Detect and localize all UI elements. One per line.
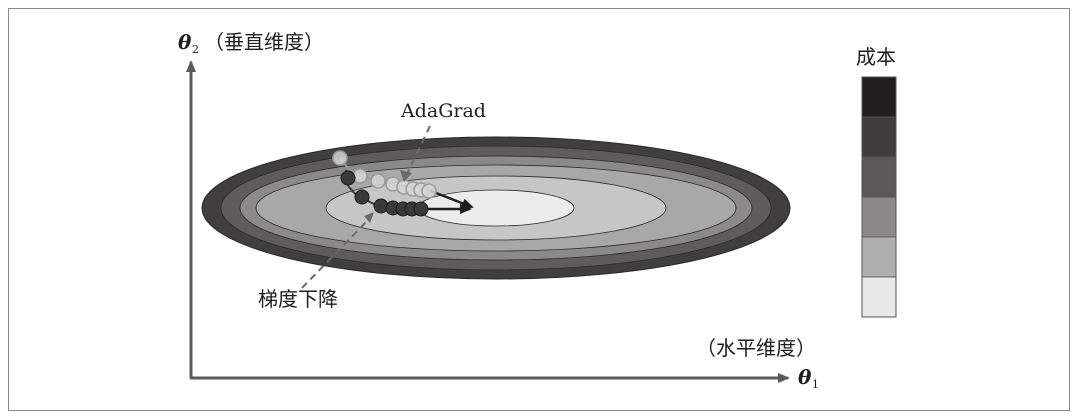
x-axis-symbol: θ <box>798 365 812 389</box>
cost-level-swatch <box>861 236 897 278</box>
cost-legend <box>861 76 897 318</box>
adagrad-callout-head <box>400 170 412 182</box>
gradient-descent-path <box>340 169 472 217</box>
gradient-descent-callout-head <box>364 212 374 223</box>
gradient-descent-step <box>413 201 429 217</box>
cost-level-swatch <box>861 276 897 318</box>
cost-level-swatch <box>861 116 897 158</box>
cost-level-swatch <box>861 196 897 238</box>
x-axis-subscript: 1 <box>812 378 819 391</box>
y-axis-symbol: θ <box>178 30 192 54</box>
adagrad-step <box>370 173 386 189</box>
gradient-descent-callout-line <box>301 217 371 289</box>
gradient-descent-step <box>340 170 356 186</box>
x-axis-caption: （水平维度） <box>696 336 816 360</box>
figure-frame <box>8 8 1070 411</box>
cost-legend-border <box>861 76 897 318</box>
adagrad-label: AdaGrad <box>400 100 486 122</box>
cost-level-swatch <box>861 156 897 198</box>
cost-level-swatch <box>861 76 897 118</box>
y-axis-subscript: 2 <box>192 43 199 56</box>
gradient-descent-step <box>354 189 370 205</box>
adagrad-callout-line <box>405 125 431 177</box>
adagrad-step <box>421 183 437 199</box>
cost-contours <box>201 136 791 280</box>
y-axis-caption: （垂直维度） <box>204 30 324 54</box>
cost-legend-title: 成本 <box>856 45 896 69</box>
adagrad-step <box>332 150 348 166</box>
gradient-descent-label: 梯度下降 <box>258 287 338 311</box>
